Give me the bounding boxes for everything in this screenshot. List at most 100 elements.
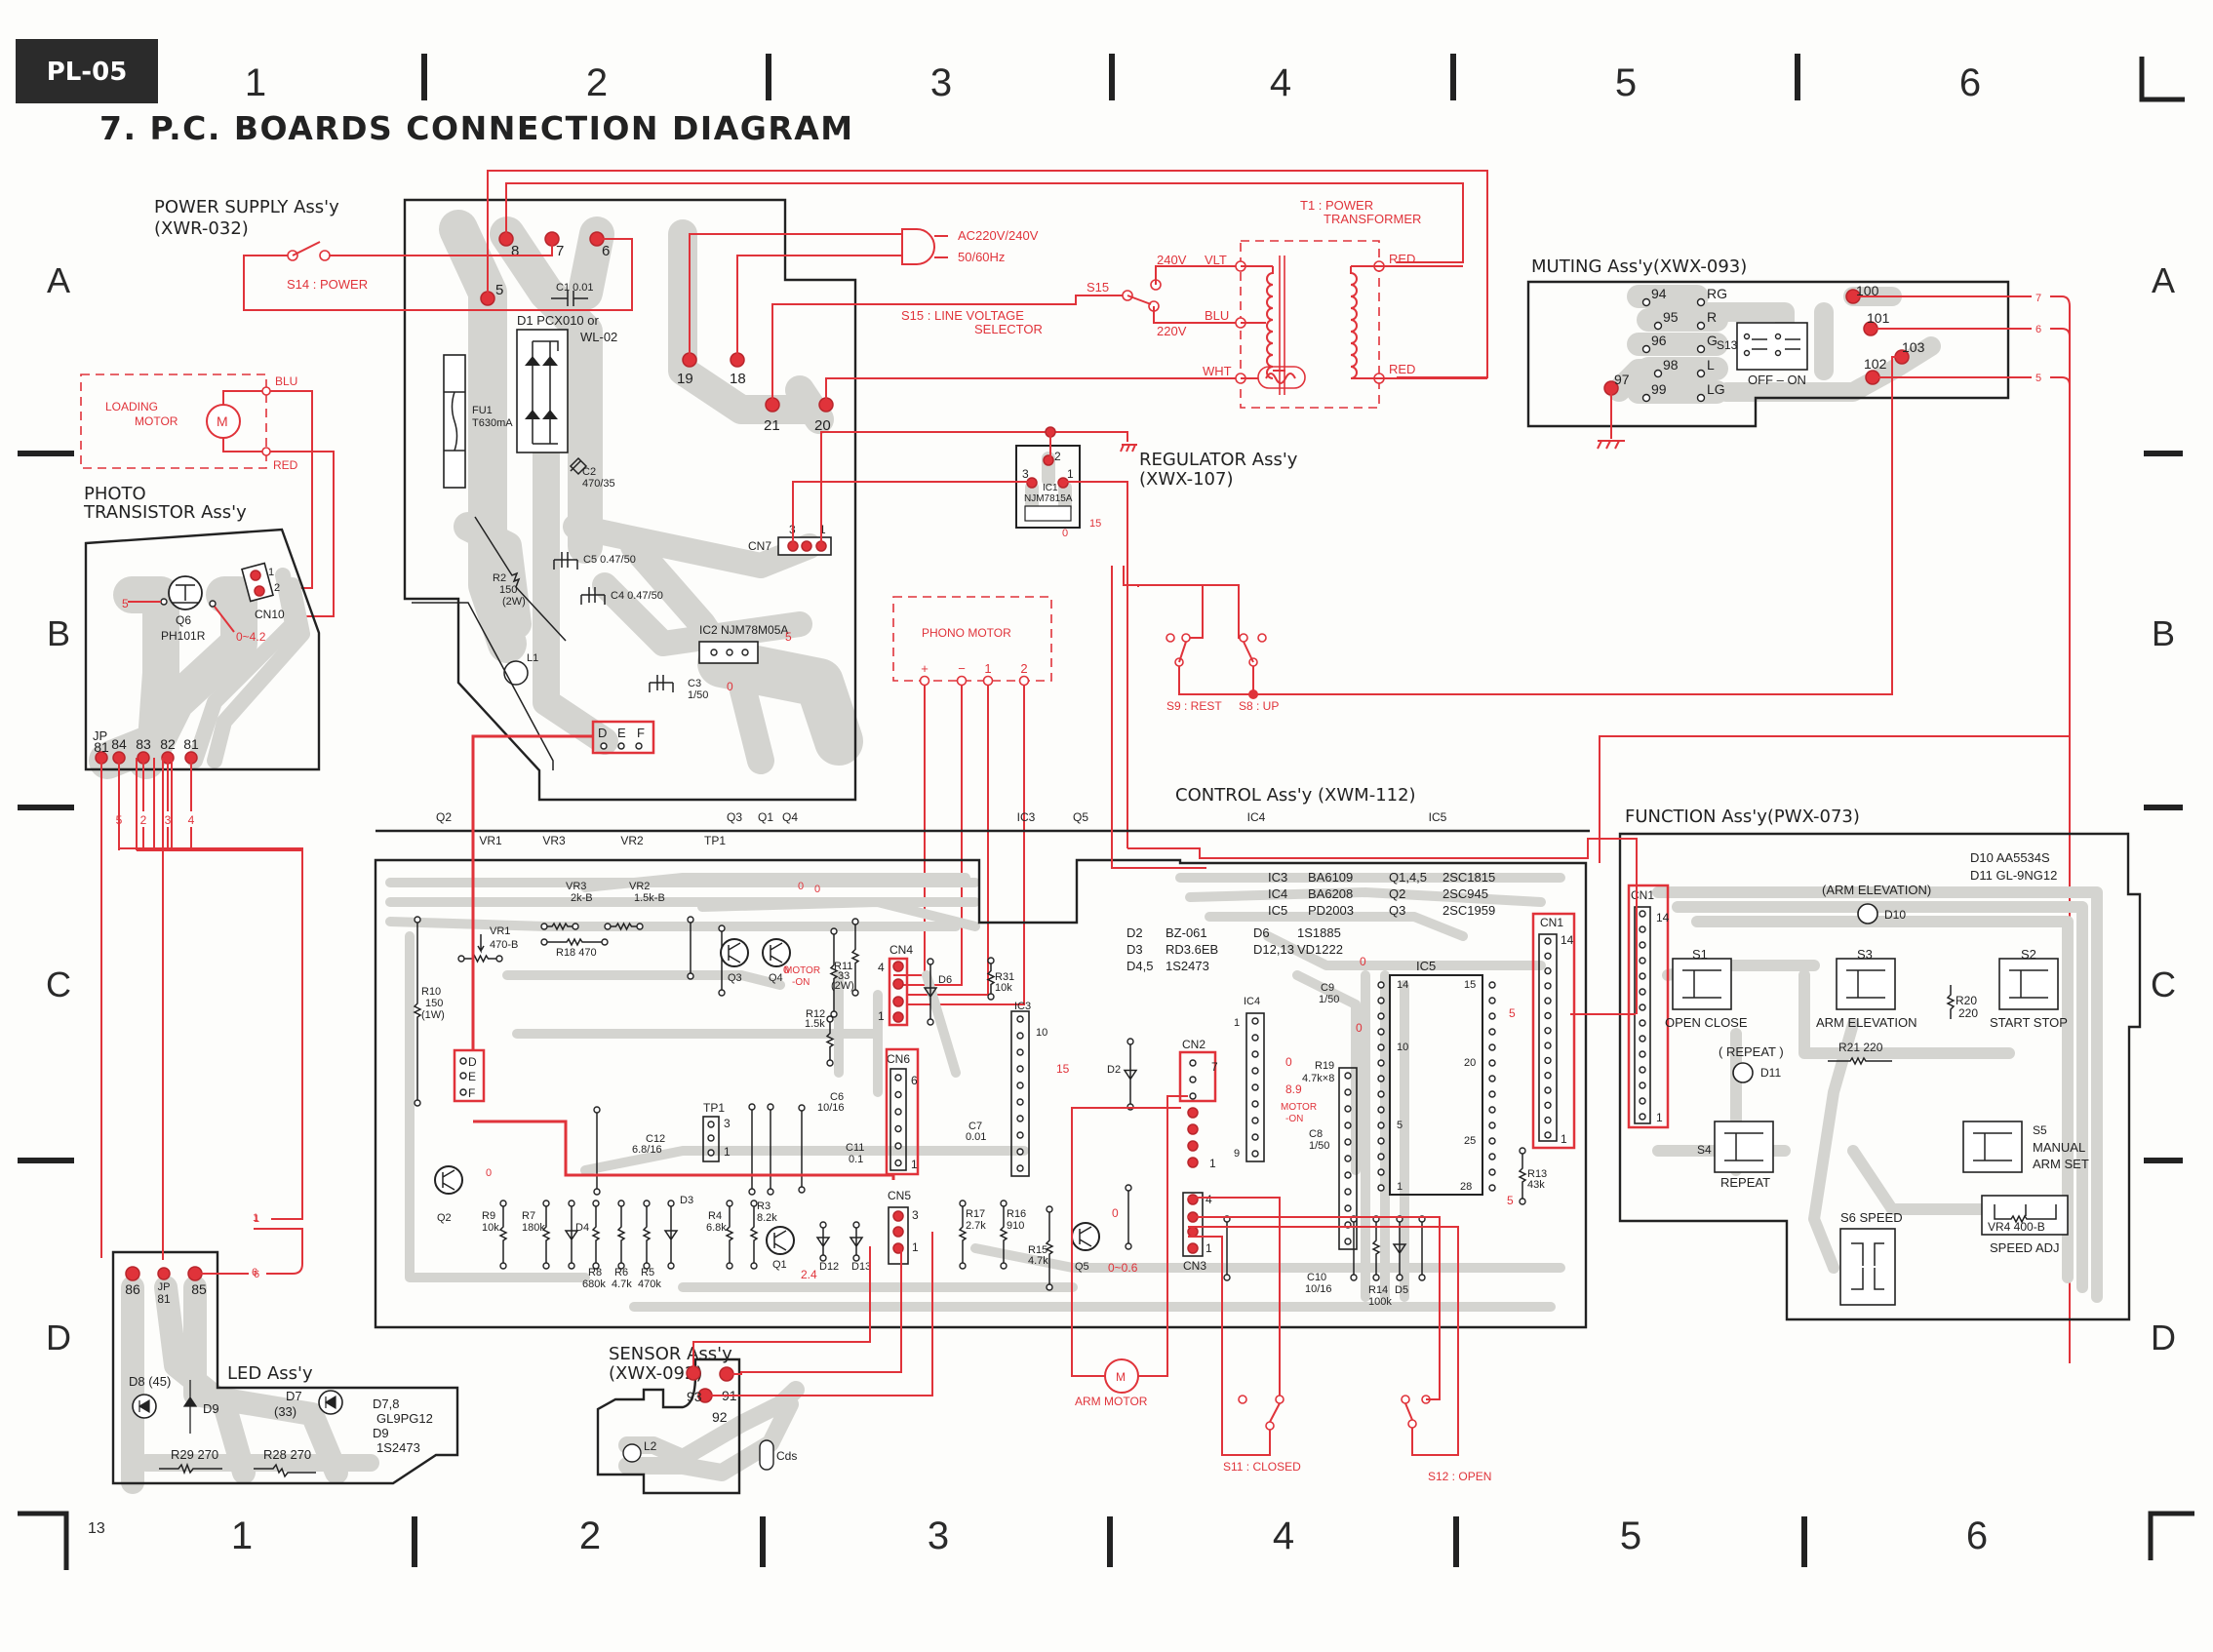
diode-list-part: RD3.6EB [1166, 942, 1218, 957]
cn4-pin [892, 1011, 904, 1023]
phono-motor-pin [956, 675, 968, 687]
component-label: 1 [1205, 1241, 1212, 1255]
ic5-pin [1488, 1012, 1496, 1020]
ic-pin [1344, 1138, 1352, 1146]
cn1-function-pin [1639, 1050, 1646, 1058]
component-label: 15 [1464, 979, 1476, 991]
phono-motor-outline [892, 596, 1052, 682]
ic5-pin [1488, 1153, 1496, 1160]
component-label: 1.5k-B [634, 892, 665, 904]
component-label: D6 [938, 974, 952, 986]
s14-power-switch: S14 : POWER [243, 238, 633, 311]
ic5-pin [1377, 1184, 1385, 1192]
ic1-label: IC1 [1043, 483, 1058, 493]
muting-pin-label: G [1707, 333, 1718, 348]
r21-resistor [1828, 1056, 1892, 1066]
d1-alt-label: WL-02 [580, 330, 617, 344]
phono-motor-pin-label: 1 [984, 661, 991, 676]
row-divider-right [2144, 805, 2183, 810]
component-label: R15 [1028, 1244, 1047, 1256]
led-terminal-jp81 [157, 1267, 171, 1280]
row-divider-right [2144, 451, 2183, 456]
component-label: 470k [638, 1278, 661, 1290]
pad [1000, 1200, 1008, 1207]
cn6-connector [885, 1047, 920, 1176]
ic5-pin [1488, 1090, 1496, 1098]
control-trace [834, 970, 961, 1097]
parts-list-ref: Q2 [1389, 886, 1405, 901]
component-label: 3 [912, 1208, 919, 1222]
r12-resistor [825, 1019, 835, 1063]
pad [667, 1200, 675, 1207]
s11-s12-switches: S11 : CLOSED S12 : OPEN [1188, 1197, 1491, 1483]
ic-pin [1344, 1238, 1352, 1245]
function-label: S1 [1692, 947, 1708, 962]
s4-switch [1714, 1121, 1774, 1173]
loading-motor-label-2: MOTOR [135, 414, 178, 428]
pad [927, 958, 934, 965]
ic5-pin [1377, 1121, 1385, 1129]
fu1-label: FU1 [472, 405, 493, 416]
loading-motor-red: RED [273, 458, 298, 472]
power-supply-title: POWER SUPPLY Ass'y [154, 197, 339, 217]
pad [718, 924, 726, 932]
pad [1223, 1274, 1231, 1281]
control-top-label: Q1 [758, 810, 773, 824]
led-wire-tag-6: 6 [254, 1269, 259, 1280]
cn1-control-pin [1544, 1086, 1552, 1094]
component-label: R9 [482, 1210, 495, 1222]
d8-label: D8 (45) [129, 1374, 171, 1389]
component-label: R11 [834, 961, 852, 972]
s15-220v-label: 220V [1157, 324, 1187, 338]
function-label: D11 GL-9NG12 [1970, 868, 2057, 883]
diode-list-ref: D2 [1126, 925, 1143, 940]
s15-description: S15 : LINE VOLTAGE [901, 308, 1024, 323]
pad [592, 1200, 600, 1207]
ic5-voltage: 5 [1509, 1006, 1516, 1020]
ic-pin [1251, 1100, 1259, 1108]
pad [830, 1010, 838, 1018]
function-label: (ARM ELEVATION) [1822, 883, 1931, 897]
pad [852, 1254, 860, 1262]
c3-capacitor-icon [649, 675, 674, 692]
function-label: SPEED ADJ [1990, 1240, 2060, 1255]
cn1-control-pin [1544, 1116, 1552, 1124]
cn1-function-pin [1639, 910, 1646, 918]
r14-resistor [1371, 1219, 1381, 1278]
ic4-body [1245, 1012, 1265, 1162]
phono-motor-pin [982, 675, 994, 687]
component-label: VR1 [490, 925, 510, 937]
pad [667, 1262, 675, 1270]
component-label: Q1 [772, 1259, 787, 1271]
pad [1396, 1274, 1403, 1281]
s6-contacts [1851, 1242, 1884, 1290]
component-label: 150 [425, 998, 443, 1009]
power-supply-part: (XWR-032) [154, 218, 249, 239]
component-label: 28 [1460, 1181, 1472, 1193]
control-trace [405, 931, 590, 1282]
pad [748, 1188, 756, 1196]
loading-motor-symbol: M [217, 413, 228, 429]
control-wire-tag-6: 6 [252, 1267, 257, 1278]
s14-label: S14 : POWER [287, 277, 368, 292]
header: PL-05 7. P.C. BOARDS CONNECTION DIAGRAM [16, 39, 852, 147]
ic2-voltage-gnd: 0 [727, 680, 733, 693]
component-label: R4 [708, 1210, 722, 1222]
d9-label: D9 [203, 1401, 219, 1416]
muting-terminal-100-label: 100 [1856, 283, 1879, 298]
component-label: VR3 [566, 881, 586, 892]
component-label: C6 [830, 1091, 844, 1103]
transformer-core [1279, 256, 1285, 395]
parts-list-part: BA6109 [1308, 870, 1353, 885]
ic5-pin [1488, 1075, 1496, 1082]
l1-label: L1 [527, 652, 538, 664]
pad [687, 916, 694, 924]
cn2-connector [1178, 1050, 1217, 1103]
cn4-pin [892, 961, 904, 972]
cn10-pin1-label: 1 [268, 567, 274, 578]
control-trace [1263, 931, 1546, 1175]
d1-label: D1 PCX010 or [517, 313, 599, 328]
s13-switch [1736, 322, 1808, 371]
c2-capacitor-icon [569, 456, 588, 476]
